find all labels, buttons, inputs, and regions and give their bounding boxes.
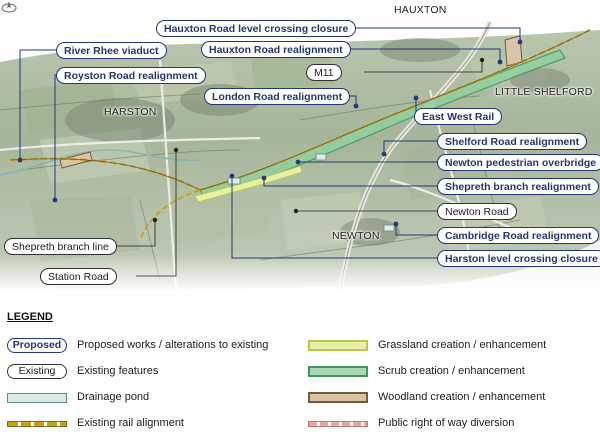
legend-text-existing: Existing features [77, 365, 159, 377]
label-newton-road: Newton Road [437, 203, 517, 220]
legend-swatch-grass [308, 340, 368, 351]
label-hauxton-road-realignment: Hauxton Road realignment [201, 41, 351, 58]
label-m11: M11 [306, 64, 342, 81]
label-shepreth-branch-line: Shepreth branch line [4, 238, 117, 255]
grass-strip [194, 165, 303, 203]
label-river-rhee-viaduct: River Rhee viaduct [56, 42, 167, 59]
legend: LEGEND Proposed Proposed works / alterat… [0, 300, 600, 443]
shepreth-branch [139, 189, 201, 241]
legend-swatch-pond [7, 393, 67, 403]
drainage-ponds [227, 153, 395, 232]
legend-swatch-proposed: Proposed [7, 338, 67, 353]
legend-title: LEGEND [7, 311, 53, 323]
place-newton: NEWTON [332, 230, 380, 242]
existing-leader-dots [152, 57, 485, 223]
legend-text-grass: Grassland creation / enhancement [378, 339, 547, 351]
label-station-road: Station Road [40, 268, 117, 285]
legend-swatch-existing: Existing [7, 364, 67, 379]
label-newton-pedestrian-overbridge: Newton pedestrian overbridge [437, 154, 600, 171]
legend-swatch-wood [308, 392, 368, 403]
legend-text-scrub: Scrub creation / enhancement [378, 365, 525, 377]
label-hauxton-crossing-closure: Hauxton Road level crossing closure [156, 20, 357, 37]
legend-text-wood: Woodland creation / enhancement [378, 391, 546, 403]
legend-swatch-scrub [308, 366, 368, 377]
label-east-west-rail: East West Rail [414, 108, 503, 125]
leader-dots [17, 39, 523, 227]
label-cambridge-road-realignment: Cambridge Road realignment [437, 227, 600, 244]
legend-swatch-rail [7, 421, 67, 427]
aerial-map: HAUXTON HARSTON LITTLE SHELFORD NEWTON H… [0, 0, 600, 292]
label-london-road-realignment: London Road realignment [204, 88, 351, 105]
label-harston-crossing-closure: Harston level crossing closure [437, 250, 600, 267]
legend-swatch-prow [308, 421, 368, 427]
label-royston-road-realignment: Royston Road realignment [56, 67, 206, 84]
legend-text-pond: Drainage pond [77, 391, 150, 403]
legend-text-rail: Existing rail alignment [77, 417, 184, 429]
legend-text-proposed: Proposed works / alterations to existing [77, 339, 269, 351]
place-harston: HARSTON [104, 106, 157, 118]
legend-text-prow: Public right of way diversion [378, 417, 515, 429]
existing-leader-lines [112, 62, 483, 277]
north-arrow-icon [1, 1, 17, 13]
label-shelford-road-realignment: Shelford Road realignment [437, 133, 588, 150]
place-hauxton: HAUXTON [394, 4, 447, 16]
rail-line-core [9, 29, 591, 191]
place-little-shelford: LITTLE SHELFORD [495, 86, 593, 98]
label-shepreth-branch-realignment: Shepreth branch realignment [437, 178, 599, 195]
river-rhee [0, 149, 201, 176]
